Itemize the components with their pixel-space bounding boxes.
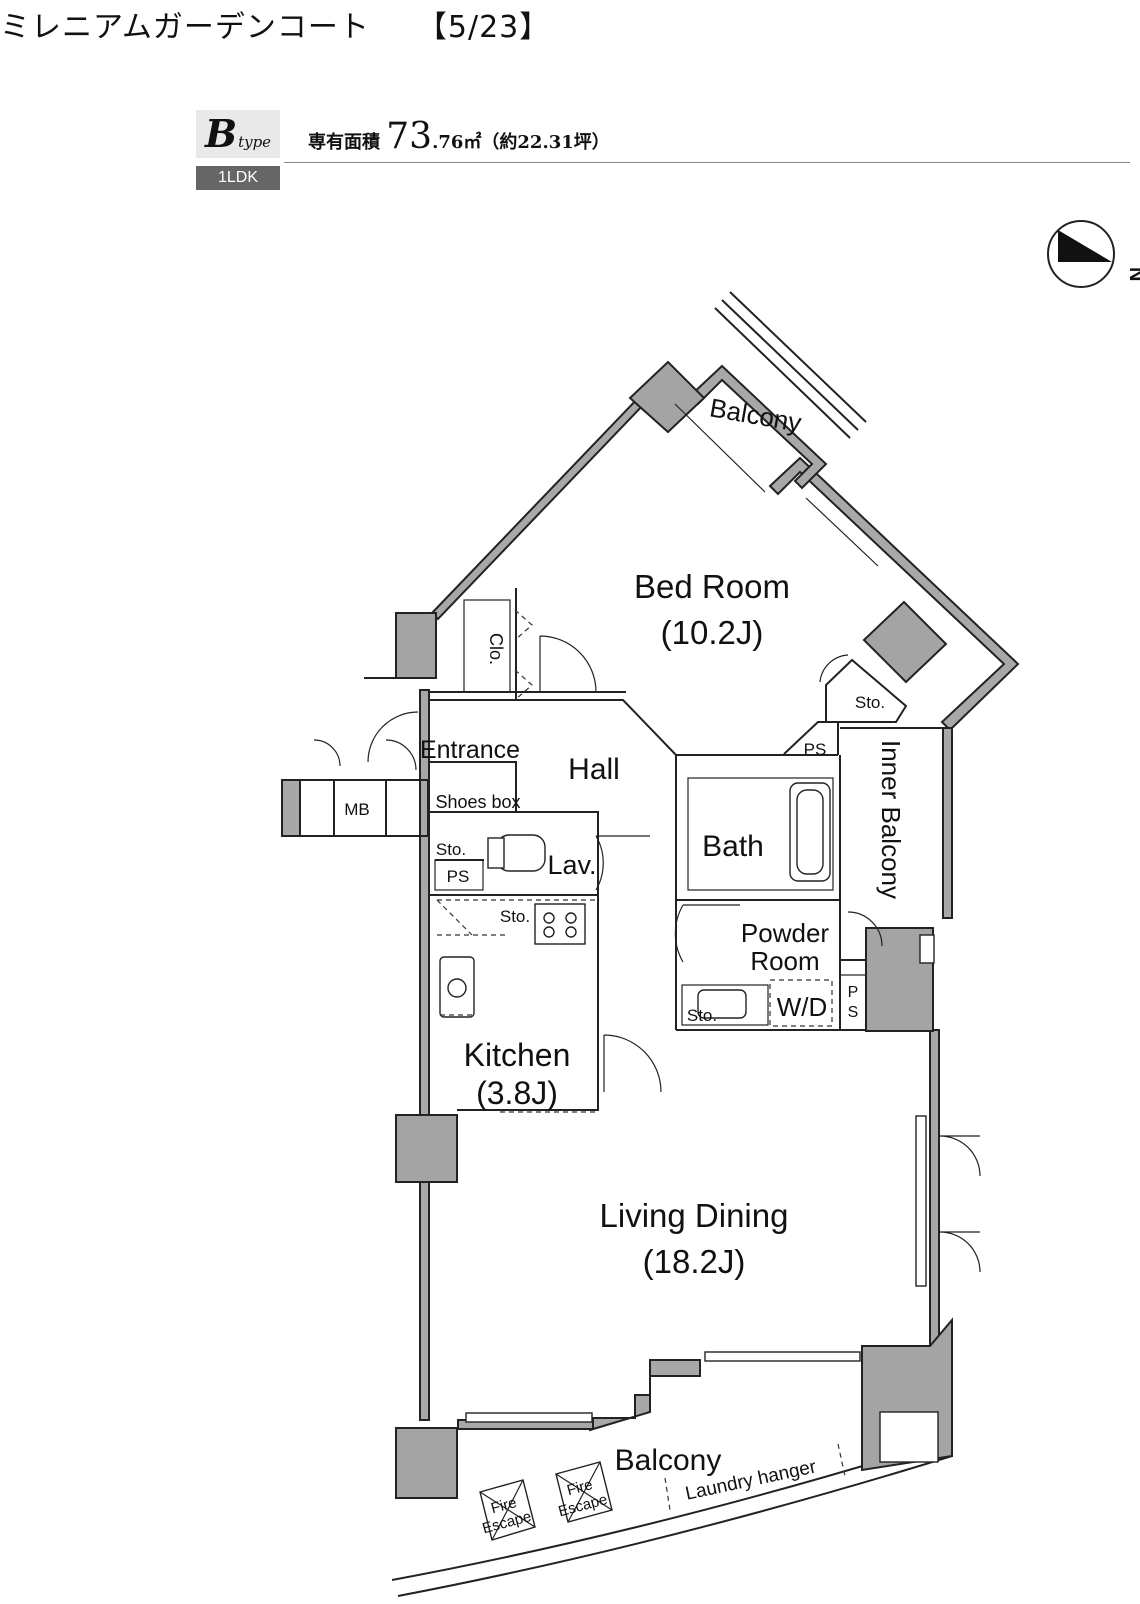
ps-left-label: PS [447,867,470,886]
kitchen-label: Kitchen [464,1037,571,1073]
fire-escape-2-label-a: Fire [565,1476,594,1499]
shoes-box-label: Shoes box [435,792,520,812]
compass-icon: N [1047,220,1140,288]
storage-lav-label: Sto. [436,840,466,859]
door-swings [313,635,981,1287]
mb-label: MB [344,800,370,819]
wd-label: W/D [777,992,828,1022]
storage-powder-label: Sto. [687,1006,717,1025]
header-divider [284,162,1130,163]
fixtures [436,609,846,1511]
inner-balcony-label: Inner Balcony [876,740,906,899]
storage-kitchen-label: Sto. [500,907,530,926]
hall-label: Hall [568,753,620,786]
ps-bath-label: PS [804,740,827,759]
powder-room-label-1: Powder [741,918,829,948]
entrance-label: Entrance [420,736,520,764]
storage-bed-label: Sto. [855,693,885,712]
floor-area-rest: .76㎡（約22.31坪） [432,132,610,153]
windows [465,403,879,1423]
fire-escape-hatches [479,1461,613,1541]
exterior-walls [391,291,1020,1597]
bath-label: Bath [702,830,764,863]
closet-label: Clo. [486,633,506,665]
unit-type-badge: Btype [196,110,280,158]
unit-type-letter: B [204,111,238,156]
balcony-bottom-label: Balcony [615,1444,722,1477]
bed-room-label: Bed Room [634,568,790,605]
kitchen-size: (3.8J) [476,1075,558,1111]
living-dining-label: Living Dining [600,1197,789,1234]
ps-right-label-1: P [848,984,859,1001]
ps-right-label-2: S [848,1004,859,1021]
page-title: ミレニアムガーデンコート 【5/23】 [0,10,551,45]
powder-room-label-2: Room [750,946,819,976]
balcony-top-label: Balcony [707,392,803,438]
layout-badge: 1LDK [196,166,280,190]
floor-area-label: 専有面積 [308,132,380,153]
bed-room-size: (10.2J) [661,614,764,651]
floor-area: 専有面積 73.76㎡（約22.31坪） [308,116,610,157]
living-dining-size: (18.2J) [643,1243,746,1280]
interior-walls [281,588,945,1111]
lav-label: Lav. [547,850,596,880]
fire-escape-1-label-a: Fire [489,1494,518,1517]
floor-area-integer: 73 [386,116,433,157]
unit-type-suffix: type [238,133,272,151]
compass-north-label: N [1125,267,1140,281]
